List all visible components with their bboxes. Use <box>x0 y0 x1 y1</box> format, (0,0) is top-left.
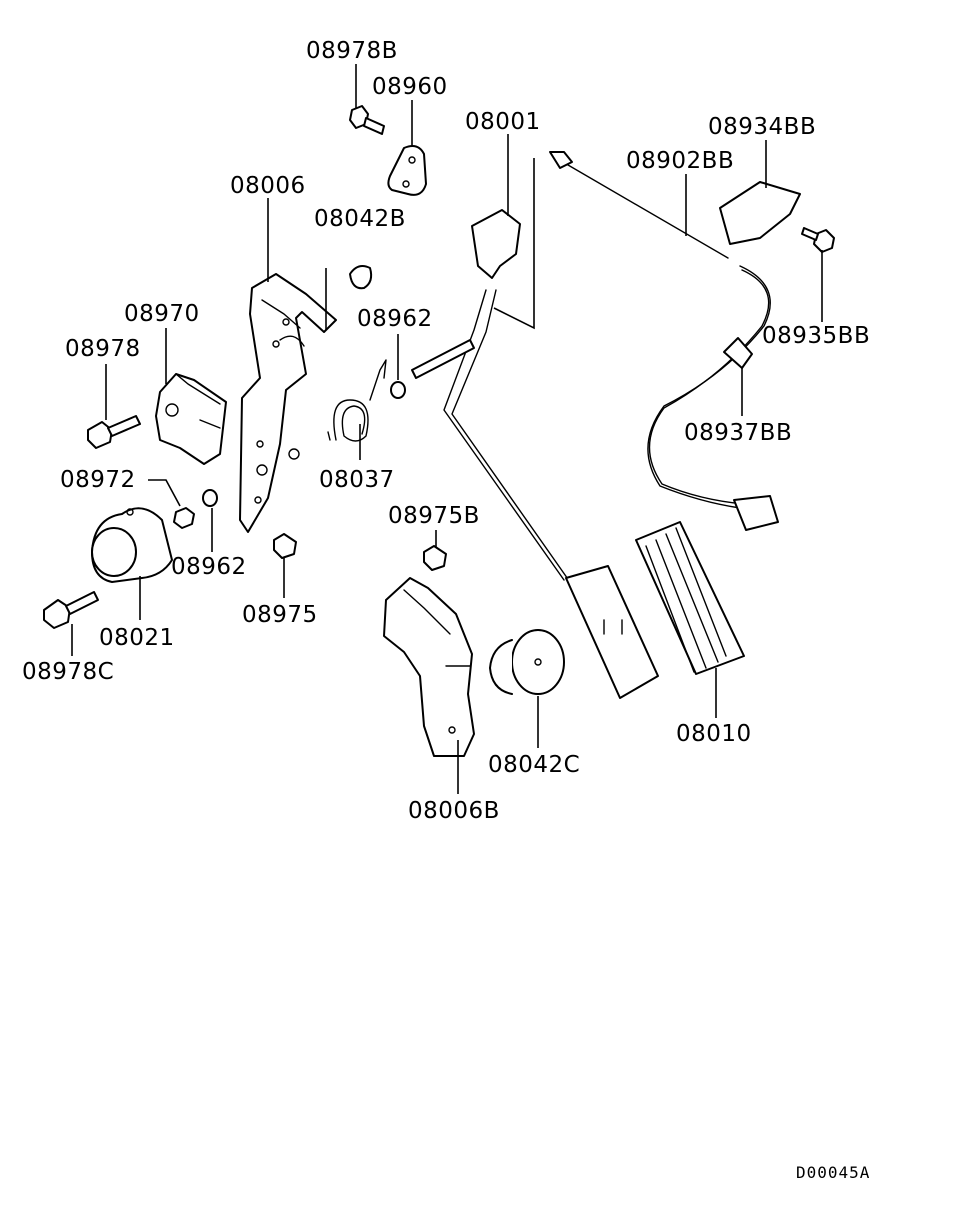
label-08960: 08960 <box>372 74 448 100</box>
plate-08960-drawing <box>387 145 427 196</box>
pedal-arm-08001-drawing <box>411 209 659 699</box>
label-08962-upper: 08962 <box>357 306 433 332</box>
label-08970: 08970 <box>124 301 200 327</box>
pedal-pad-08010-drawing <box>635 521 745 675</box>
bolt-08978-drawing <box>87 415 141 449</box>
nut-08975b-drawing <box>423 545 447 571</box>
drawing-code: D00045A <box>796 1163 870 1182</box>
clip-08937bb-drawing <box>723 337 753 369</box>
washer-08962-upper-drawing <box>390 381 406 399</box>
label-08978: 08978 <box>65 336 141 362</box>
label-08006: 08006 <box>230 173 306 199</box>
bracket-08934bb-drawing <box>719 181 801 245</box>
label-08010: 08010 <box>676 721 752 747</box>
cable-08902bb-drawing <box>549 151 779 531</box>
label-08975b: 08975B <box>388 503 480 529</box>
label-08006b: 08006B <box>408 798 500 824</box>
washer-08962-lower-drawing <box>202 489 218 507</box>
spring-08037-drawing <box>327 359 387 442</box>
bolt-08978c-drawing <box>43 591 99 629</box>
label-08978b: 08978B <box>306 38 398 64</box>
bolt-08978b-drawing <box>349 105 385 135</box>
bracket-08006-drawing <box>239 273 337 533</box>
label-08934bb: 08934BB <box>708 114 816 140</box>
label-08978c: 08978C <box>22 659 114 685</box>
label-08935bb: 08935BB <box>762 323 870 349</box>
label-08037: 08037 <box>319 467 395 493</box>
nut-08972-drawing <box>173 507 195 529</box>
stopper-08042c-drawing <box>489 629 565 695</box>
bolt-08935bb-drawing <box>801 227 835 253</box>
sensor-08970-drawing <box>155 373 227 465</box>
label-08937bb: 08937BB <box>684 420 792 446</box>
label-08902bb: 08902BB <box>626 148 734 174</box>
label-08001: 08001 <box>465 109 541 135</box>
label-08975: 08975 <box>242 602 318 628</box>
label-08042b: 08042B <box>314 206 406 232</box>
label-08042c: 08042C <box>488 752 580 778</box>
damper-08021-drawing <box>91 507 173 583</box>
stopper-08042b-drawing <box>349 265 373 290</box>
label-08962-lower: 08962 <box>171 554 247 580</box>
leader-lines <box>71 64 823 794</box>
lever-08006b-drawing <box>383 577 475 757</box>
label-08021: 08021 <box>99 625 175 651</box>
label-08972: 08972 <box>60 467 136 493</box>
nut-08975-drawing <box>273 533 297 559</box>
